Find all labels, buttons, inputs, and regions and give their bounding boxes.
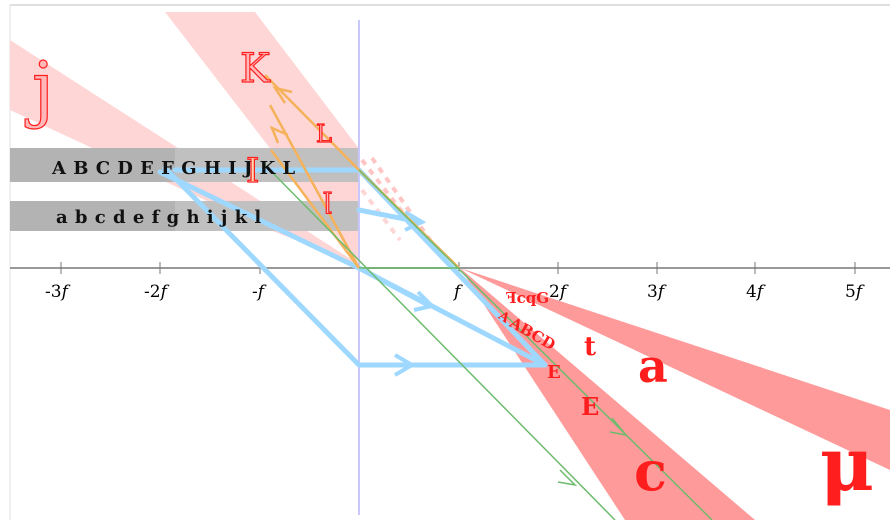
image-letter-small-L: L [316, 120, 332, 148]
lens-hatching [360, 156, 432, 242]
object-row-upper-text: A B C D E F G H I J K L [51, 158, 296, 179]
image-letter-flipped-I: I [246, 151, 259, 191]
image-letter-big-K: K [240, 46, 271, 92]
image-letter-a: a [638, 339, 668, 393]
image-letter-E: E [547, 362, 561, 383]
axis-tick-labels: -3f -2f -f f 2f 3f 4f 5f [45, 282, 865, 302]
tick-label-neg2f: -2f [144, 282, 170, 302]
tick-label-f: f [452, 282, 463, 302]
green-ray-arrows [557, 417, 628, 487]
image-letter-t: t [584, 332, 596, 362]
object-row-lower-text: a b c d e f g h i j k l [56, 207, 262, 228]
image-letter-mu: μ [820, 422, 874, 508]
tick-label-3f: 3f [647, 282, 667, 302]
tick-label-neg3f: -3f [45, 282, 71, 302]
object-row-upper-highlight [175, 148, 360, 182]
green-rays [264, 164, 713, 521]
tick-label-2f: 2f [549, 282, 569, 302]
outgoing-beam-lower [460, 268, 755, 520]
image-letters-cluster-top: ꟻcqG [506, 289, 549, 307]
blue-ray-arrows [393, 210, 436, 377]
tick-label-negf: -f [252, 282, 267, 302]
tick-label-5f: 5f [845, 282, 865, 302]
orange-ray-arrows [269, 86, 293, 144]
image-letter-c: c [634, 439, 667, 503]
image-letter-E-large: E [581, 392, 599, 421]
image-letter-flipped-l: l [323, 185, 332, 218]
tick-label-4f: 4f [746, 282, 766, 302]
outgoing-beam-upper [460, 268, 890, 470]
